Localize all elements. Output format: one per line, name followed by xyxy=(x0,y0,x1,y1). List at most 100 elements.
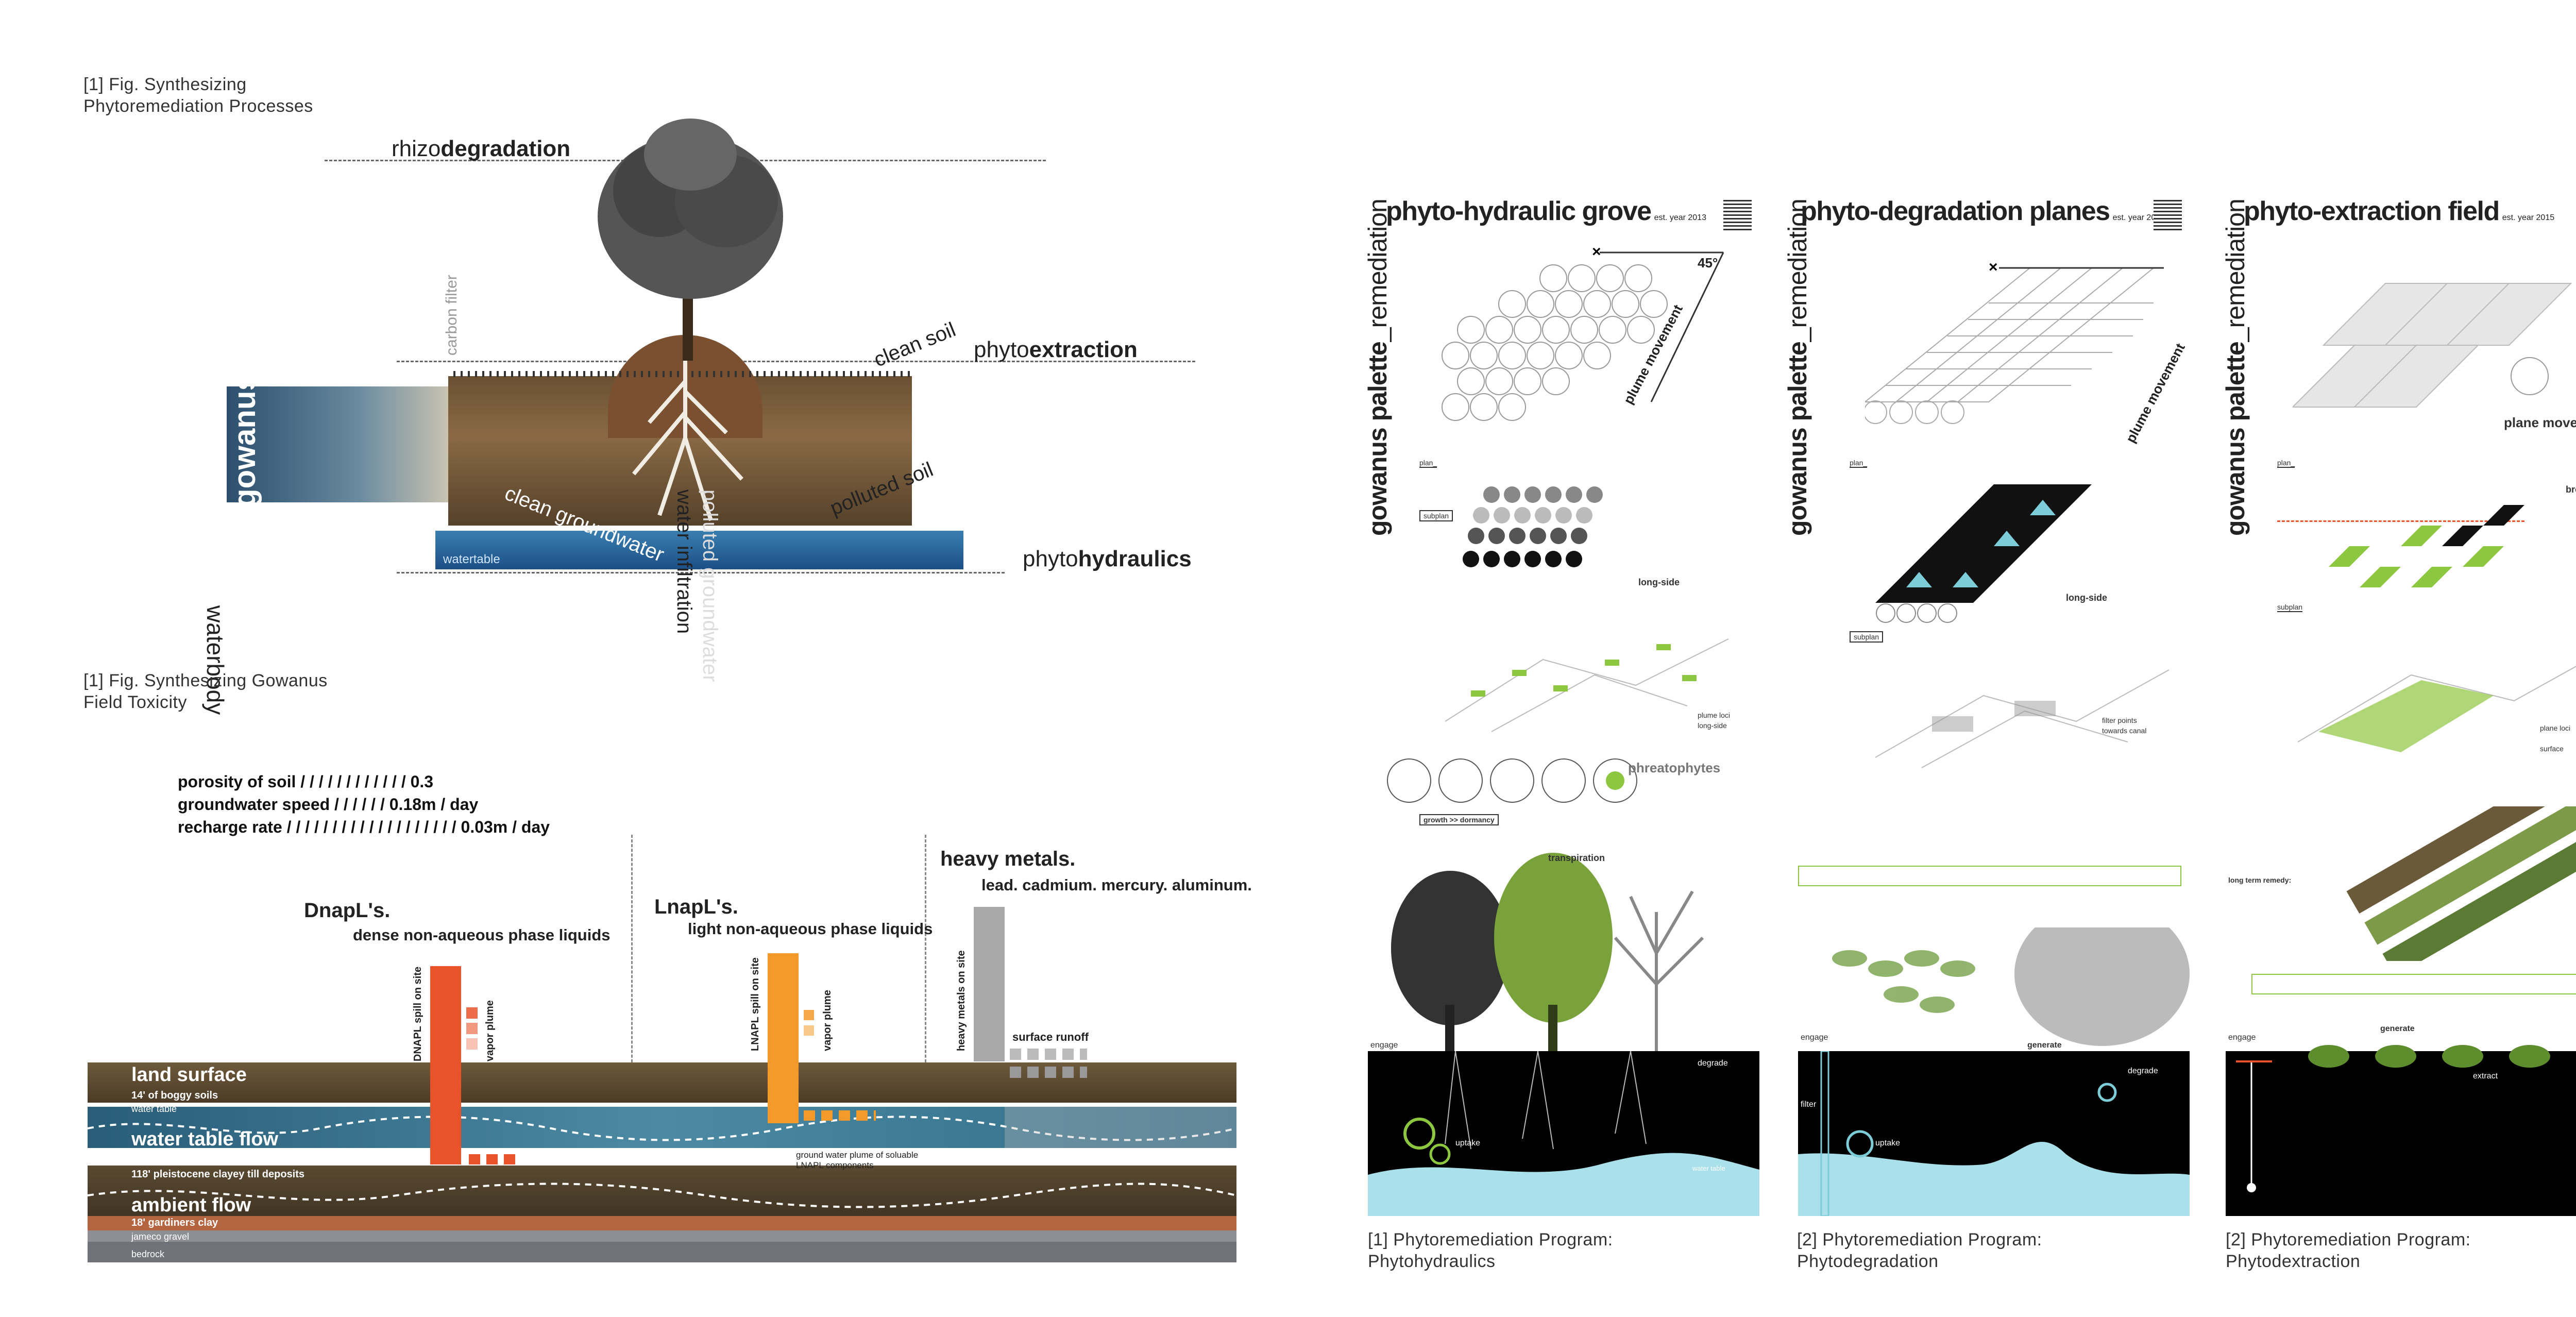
gardiners-clay-band xyxy=(88,1216,1236,1230)
ground-water-plume-label: ground water plume of soluable LNAPL com… xyxy=(796,1150,919,1170)
metals-subtitle: lead. cadmium. mercury. aluminum. xyxy=(981,876,1252,894)
dnapl-vapor-1 xyxy=(466,1007,478,1019)
panel2-side-title: gowanus palette_remediation xyxy=(1783,199,1812,536)
jameco-label: jameco gravel xyxy=(131,1231,190,1242)
figure-caption-processes: [1] Fig. Synthesizing Phytoremediation P… xyxy=(83,75,313,116)
dnapl-vapor-3 xyxy=(466,1038,478,1050)
panel1-subplan: subplan xyxy=(1419,510,1453,521)
lnapl-title: LnapL's. xyxy=(654,896,738,918)
panel3-generate: generate xyxy=(2380,1024,2415,1033)
panel1-plan-grid: × xyxy=(1442,243,1724,421)
panel2-filter: filter xyxy=(1801,1100,1817,1109)
ambient-flow-band xyxy=(88,1166,1236,1222)
phytoextraction-line xyxy=(397,361,1195,362)
panel2-planes xyxy=(1832,927,2190,1046)
panel3-subplan-grid xyxy=(2329,505,2524,587)
panel3-plane-loci: plane loci xyxy=(2540,724,2571,732)
panel2-towards-canal: towards canal xyxy=(2102,727,2147,735)
panel3-caption: [2] Phytoremediation Program: Phytodextr… xyxy=(2226,1230,2471,1271)
panel2-engage: engage xyxy=(1801,1033,1828,1042)
panel3-subplan: subplan xyxy=(2277,603,2303,612)
panel3-strips xyxy=(2346,806,2576,961)
panel1-trees xyxy=(1391,853,1704,1056)
panel3-plan-grid xyxy=(2293,283,2572,408)
dnapl-bar xyxy=(430,966,461,1164)
panel2-plan: plan_ xyxy=(1850,459,1868,468)
panel2-info-band xyxy=(1798,866,2181,886)
grass-edge xyxy=(453,371,912,377)
svg-text:×: × xyxy=(1592,243,1601,260)
polluted-groundwater-label: polluted groundwater xyxy=(699,489,721,682)
tree-illustration xyxy=(598,119,783,361)
panel3-surface: surface xyxy=(2540,745,2564,753)
panel1-long-side: long-side xyxy=(1638,577,1680,587)
watertable-label: watertable xyxy=(443,552,500,566)
panel2-caption: [2] Phytoremediation Program: Phytodegra… xyxy=(1797,1230,2042,1271)
panel1-engage: engage xyxy=(1370,1041,1398,1050)
dnapl-pool xyxy=(469,1154,515,1164)
clean-soil-label: clean soil xyxy=(871,318,959,372)
panel1-site-plan xyxy=(1445,638,1729,732)
panel1-roots xyxy=(1368,1051,1759,1216)
panel3-red-line xyxy=(2277,520,2524,522)
panel2-generate: generate xyxy=(2027,1041,2062,1050)
water-table-label: water table xyxy=(131,1104,177,1114)
runoff-squares-1 xyxy=(1010,1049,1087,1060)
phytohydraulics-label: phytohydraulics xyxy=(1023,546,1192,571)
ambient-flow-label: ambient flow xyxy=(131,1194,251,1216)
figure-caption-toxicity: [1] Fig. Synthesizing Gowanus Field Toxi… xyxy=(83,671,328,712)
panel2-roots xyxy=(1798,1051,2190,1216)
panel2-plan-grid: × xyxy=(1865,259,2164,424)
divider-2 xyxy=(925,835,926,1072)
lnapl-plume xyxy=(804,1110,876,1121)
rhizodegradation-label: rhizodegradation xyxy=(392,136,571,161)
panel2-degrade: degrade xyxy=(2128,1067,2158,1075)
flow-lines xyxy=(88,1116,1236,1208)
metals-bar xyxy=(974,907,1005,1061)
panel3-movement: plane movement xyxy=(2504,415,2576,430)
panel1-phreatophytes: phreatophytes xyxy=(1628,760,1721,775)
panel3-extract: extract xyxy=(2473,1072,2498,1080)
dnapl-subtitle: dense non-aqueous phase liquids xyxy=(353,926,611,944)
gardiners-label: 18' gardiners clay xyxy=(131,1217,218,1228)
panel2-long-side: long-side xyxy=(2066,593,2107,603)
pleistocene-label: 118' pleistocene clayey till deposits xyxy=(131,1169,305,1180)
panel3-engage: engage xyxy=(2228,1033,2256,1042)
panel1-phreatophyte-icons xyxy=(1387,758,1637,803)
carbon-filter-label: carbon filter xyxy=(443,275,460,356)
surface-runoff-label: surface runoff xyxy=(1012,1031,1089,1043)
panel1-subplan-grid xyxy=(1463,486,1603,567)
bedrock-band xyxy=(88,1242,1236,1262)
dnapl-bar-label: DNAPL spill on site xyxy=(412,966,423,1061)
panel3-site-plan xyxy=(2298,666,2576,752)
root-system xyxy=(632,361,743,521)
panel2-site-plan xyxy=(1875,669,2170,768)
metals-bar-label: heavy metals on site xyxy=(956,950,967,1051)
panel3-plants xyxy=(2236,1045,2550,1192)
dnapl-vapor-label: vapor plume xyxy=(484,1000,496,1061)
panel1-side-title: gowanus palette_remediation xyxy=(1363,199,1392,536)
jameco-gravel-band xyxy=(88,1230,1236,1242)
lnapl-bar xyxy=(768,953,799,1123)
panel3-ground xyxy=(2226,1051,2576,1216)
land-surface-label: land surface xyxy=(131,1064,247,1086)
divider-1 xyxy=(631,835,633,1072)
metals-title: heavy metals. xyxy=(940,848,1076,870)
panel2-subplan-grid xyxy=(1875,484,2092,623)
dnapl-title: DnapL's. xyxy=(304,899,391,922)
panel2-legend-icon xyxy=(2154,200,2182,231)
panel1-long-side-legend: long-side xyxy=(1698,721,1727,730)
panel1-water-table: water table xyxy=(1692,1164,1725,1172)
panel1-caption: [1] Phytoremediation Program: Phytohydra… xyxy=(1368,1230,1613,1271)
dnapl-vapor-2 xyxy=(466,1023,478,1034)
panel3-long-term: long term remedy: xyxy=(2228,876,2292,884)
panel2-uptake: uptake xyxy=(1875,1139,1901,1147)
runoff-squares-2 xyxy=(1010,1067,1087,1078)
waterbody-photo xyxy=(227,386,448,502)
